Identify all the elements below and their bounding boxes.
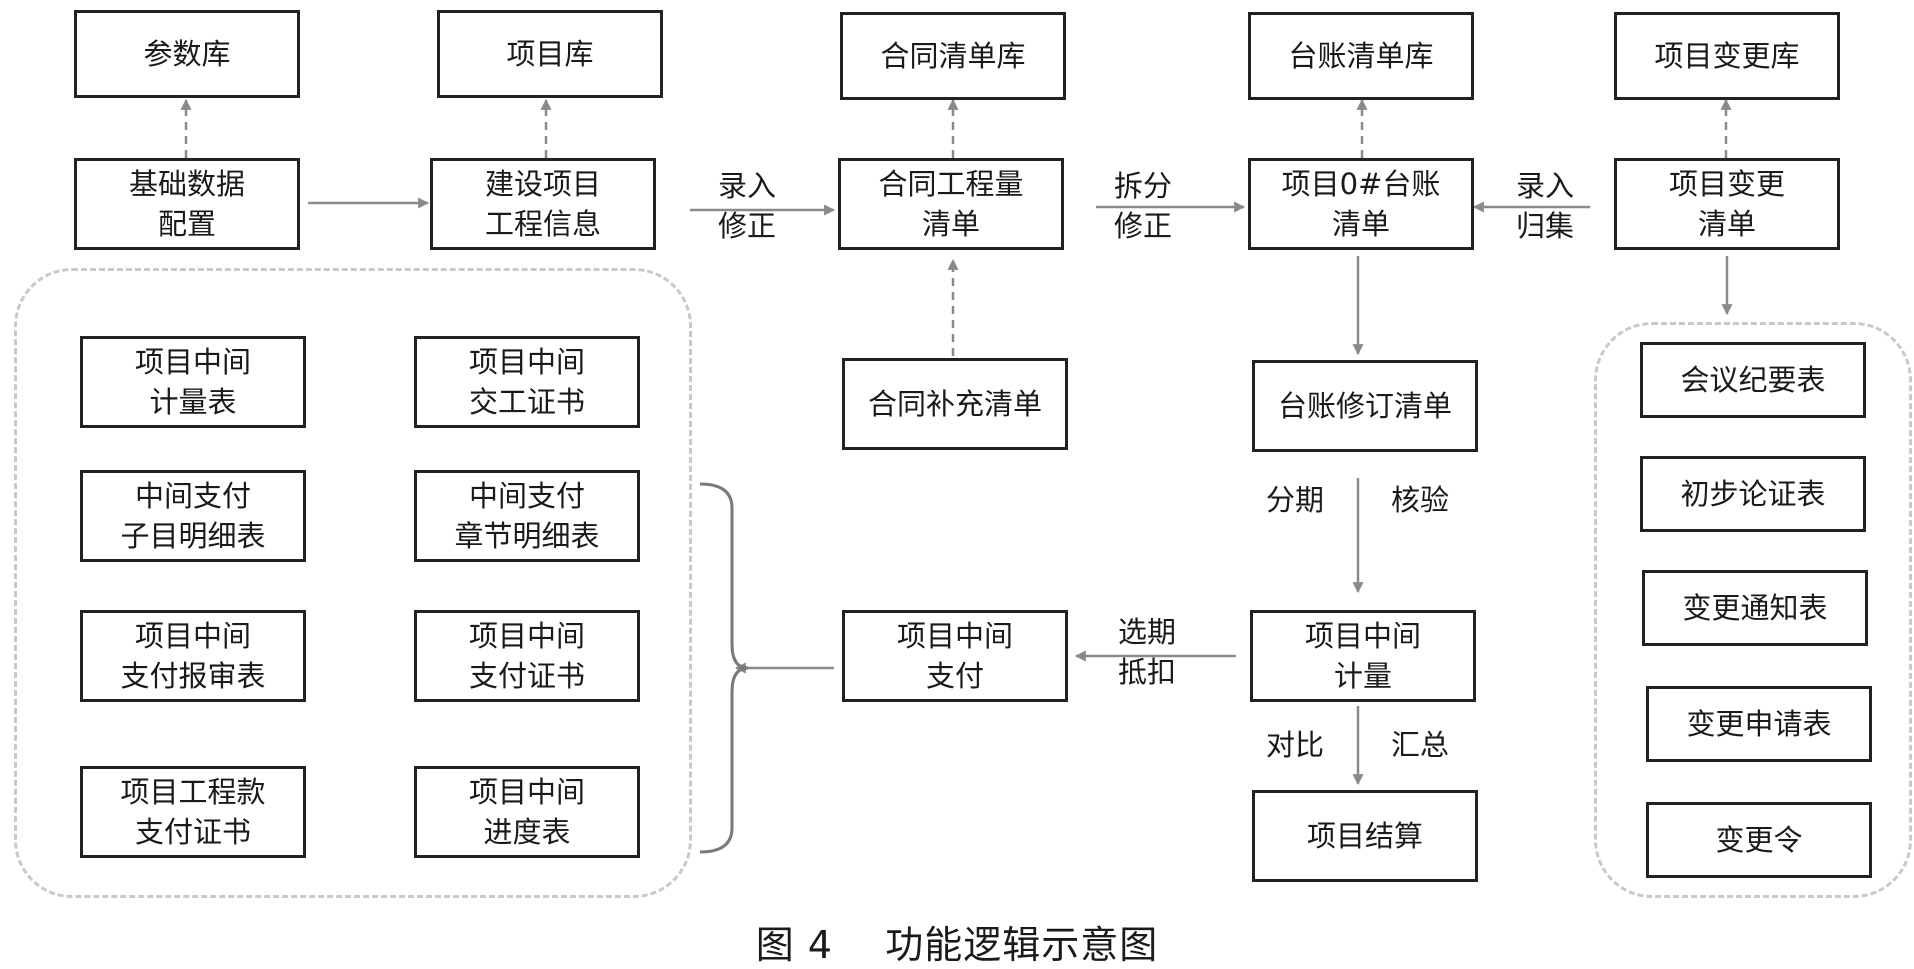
payment-documents-group <box>14 268 692 898</box>
label-select-deduct: 选期 抵扣 <box>1117 615 1176 690</box>
doc-interim-measure-table: 项目中间 计量表 <box>80 336 306 428</box>
interim-payment-box: 项目中间 支付 <box>842 610 1068 702</box>
doc-interim-handover-cert: 项目中间 交工证书 <box>414 336 640 428</box>
label-input-fix: 录入 修正 <box>717 169 776 244</box>
doc-progress-table: 项目中间 进度表 <box>414 766 640 858</box>
project-db-box: 项目库 <box>437 10 663 98</box>
label-summary: 汇总 <box>1390 728 1449 762</box>
doc-chapter-detail-table: 中间支付 章节明细表 <box>414 470 640 562</box>
label-installment: 分期 <box>1265 483 1324 517</box>
label-input-collect: 录入 归集 <box>1515 169 1574 244</box>
base-data-config-box: 基础数据 配置 <box>74 158 300 250</box>
label-compare: 对比 <box>1265 728 1324 762</box>
change-list-box: 项目变更 清单 <box>1614 158 1840 250</box>
doc-change-notice: 变更通知表 <box>1642 570 1868 646</box>
ledger0-box: 项目0#台账 清单 <box>1248 158 1474 250</box>
label-split-fix: 拆分 修正 <box>1113 169 1172 244</box>
figure-caption: 图 4 功能逻辑示意图 <box>755 923 1159 967</box>
param-db-box: 参数库 <box>74 10 300 98</box>
change-db-box: 项目变更库 <box>1614 12 1840 100</box>
doc-project-payment-cert: 项目工程款 支付证书 <box>80 766 306 858</box>
ledger-list-db-box: 台账清单库 <box>1248 12 1474 100</box>
ledger-revision-box: 台账修订清单 <box>1252 360 1478 452</box>
change-documents-group <box>1594 322 1912 898</box>
doc-meeting-minutes: 会议纪要表 <box>1640 342 1866 418</box>
project-info-box: 建设项目 工程信息 <box>430 158 656 250</box>
contract-qty-list-box: 合同工程量 清单 <box>838 158 1064 250</box>
interim-measure-box: 项目中间 计量 <box>1250 610 1476 702</box>
doc-change-request: 变更申请表 <box>1646 686 1872 762</box>
doc-payment-review-table: 项目中间 支付报审表 <box>80 610 306 702</box>
doc-payment-cert: 项目中间 支付证书 <box>414 610 640 702</box>
doc-change-order: 变更令 <box>1646 802 1872 878</box>
contract-list-db-box: 合同清单库 <box>840 12 1066 100</box>
doc-item-detail-table: 中间支付 子目明细表 <box>80 470 306 562</box>
settlement-box: 项目结算 <box>1252 790 1478 882</box>
doc-preliminary-argument: 初步论证表 <box>1640 456 1866 532</box>
bracket <box>699 482 749 854</box>
label-verify: 核验 <box>1390 483 1449 517</box>
contract-supplement-box: 合同补充清单 <box>842 358 1068 450</box>
